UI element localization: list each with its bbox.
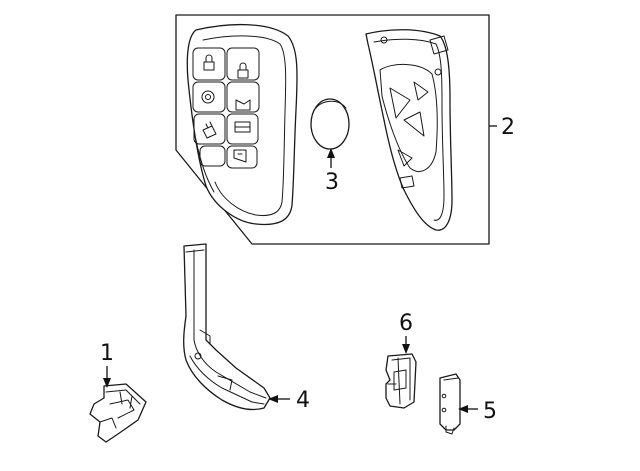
unlock-icon	[237, 62, 249, 79]
callout-3-label: 3	[325, 170, 339, 195]
callout-4-label: 4	[296, 388, 310, 413]
callout-1-label: 1	[100, 341, 114, 366]
key-fob-front	[186, 23, 298, 226]
callout-4-leader	[268, 395, 290, 403]
liftgate-icon	[234, 121, 251, 133]
key-blade	[183, 243, 271, 411]
callout-2-label: 2	[501, 115, 515, 140]
insert-part-5	[439, 373, 461, 435]
remote-start-icon	[201, 90, 215, 104]
lock-icon	[203, 54, 215, 71]
window-icon	[233, 149, 247, 163]
key-fob-buttons	[192, 47, 260, 169]
trunk-icon	[235, 99, 251, 111]
callout-3-leader	[327, 148, 335, 168]
callout-5-label: 5	[483, 399, 497, 424]
callout-6-label: 6	[399, 311, 413, 336]
bracket-part-6	[385, 353, 417, 409]
key-fob-back-housing	[365, 29, 453, 231]
callout-6-leader	[402, 336, 410, 354]
panic-icon	[202, 121, 217, 139]
clip-part-1	[89, 383, 147, 443]
assembly-2-boundary	[175, 14, 490, 245]
callout-1-leader	[103, 366, 111, 388]
coin-battery	[310, 98, 350, 150]
callout-5-leader	[458, 405, 478, 413]
